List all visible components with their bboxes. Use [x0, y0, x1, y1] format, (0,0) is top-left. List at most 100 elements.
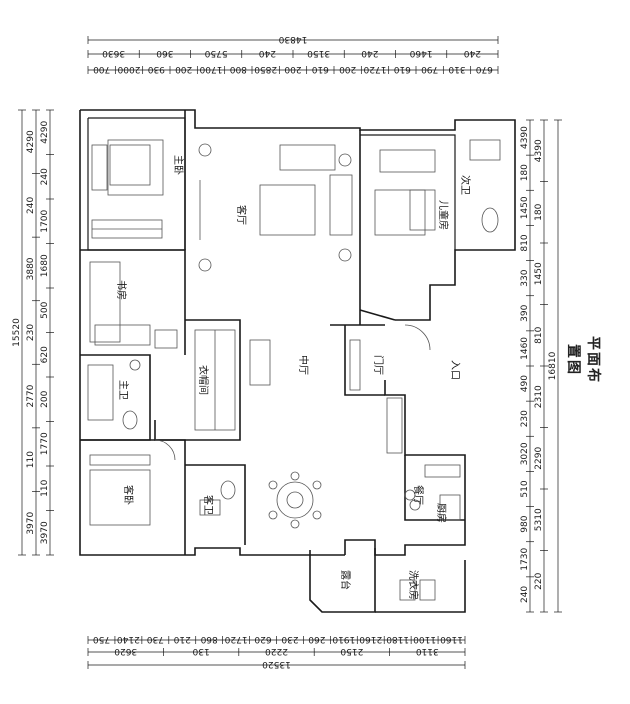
dim-left-detail: 1700	[40, 210, 50, 233]
page-title: 平面布置图	[565, 336, 601, 384]
dim-top-detail: 610	[393, 64, 410, 74]
dimension-lines	[18, 36, 562, 669]
dim-bottom-detail: 750	[93, 634, 110, 644]
dim-top-mid: 240	[361, 48, 378, 58]
dim-left-detail: 4290	[40, 121, 50, 144]
dim-left-detail: 240	[40, 168, 50, 185]
dim-right-detail: 240	[520, 586, 530, 603]
dim-bottom-detail: 1720	[224, 634, 247, 644]
room-label-master-bedroom: 主卧	[172, 155, 185, 175]
dim-top-detail: 2000	[117, 64, 140, 74]
dim-left-detail: 500	[40, 301, 50, 318]
dim-right-detail: 810	[520, 234, 530, 251]
dim-right-detail: 390	[520, 304, 530, 321]
dim-top-detail: 200	[339, 64, 356, 74]
dim-top-mid: 5750	[204, 48, 227, 58]
dim-bottom-mid: 3110	[416, 646, 439, 656]
dim-bottom-detail: 210	[173, 634, 190, 644]
dim-right-detail: 180	[520, 164, 530, 181]
dim-right-mid: 1450	[534, 262, 544, 285]
room-label-second-bath: 次卫	[459, 175, 472, 195]
dim-top-detail: 610	[311, 64, 328, 74]
room-label-laundry: 洗衣房	[407, 570, 420, 600]
dim-top-detail: 930	[147, 64, 164, 74]
dim-bottom-detail: 860	[200, 634, 217, 644]
dim-bottom-detail: 1910	[332, 634, 355, 644]
dim-left-mid: 3970	[26, 511, 36, 534]
dim-top-mid: 3150	[307, 48, 330, 58]
dim-top-detail: 800	[229, 64, 246, 74]
dim-left-detail: 620	[40, 346, 50, 363]
room-label-guest-bedroom: 客卧	[122, 485, 135, 505]
dim-bottom-detail: 620	[254, 634, 271, 644]
dim-right-total: 16810	[548, 351, 558, 380]
furniture	[87, 139, 501, 601]
room-label-kitchen: 厨房	[435, 503, 448, 523]
dim-top-total: 14830	[278, 34, 307, 44]
room-label-master-bath: 主卫	[117, 380, 129, 400]
room-label-kids-room: 儿童房	[437, 200, 450, 230]
dim-top-detail: 790	[421, 64, 438, 74]
dim-left-detail: 1770	[40, 432, 50, 455]
room-label-living-room: 客厅	[235, 205, 248, 225]
dim-bottom-mid: 3620	[114, 646, 137, 656]
room-label-foyer: 门厅	[372, 355, 385, 375]
dim-left-detail: 1680	[40, 254, 50, 277]
room-label-study: 书房	[115, 280, 128, 300]
dim-right-detail: 330	[520, 269, 530, 286]
dim-bottom-total: 13520	[262, 659, 291, 669]
dim-right-detail: 1460	[520, 337, 530, 360]
room-label-entrance: 入口	[449, 360, 460, 380]
dim-left-mid: 240	[26, 196, 36, 213]
dim-top-detail: 200	[175, 64, 192, 74]
dim-bottom-detail: 730	[146, 634, 163, 644]
room-label-guest-bath: 客卫	[202, 495, 215, 515]
dim-top-detail: 2850	[254, 64, 277, 74]
dim-left-detail: 110	[40, 479, 50, 496]
dim-bottom-mid: 2220	[265, 646, 288, 656]
dim-left-detail: 200	[40, 390, 50, 407]
dim-left-mid: 2770	[26, 384, 36, 407]
dim-top-mid: 360	[156, 48, 173, 58]
dim-top-detail: 310	[448, 64, 465, 74]
dim-left-detail: 3970	[40, 521, 50, 544]
dim-bottom-detail: 230	[281, 634, 298, 644]
room-label-cloakroom: 衣帽间	[197, 365, 210, 395]
room-label-middle-hall: 中厅	[297, 355, 310, 375]
dim-right-detail: 510	[520, 480, 530, 497]
dim-left-total: 15520	[12, 318, 22, 347]
dim-bottom-mid: 2150	[340, 646, 363, 656]
dim-top-detail: 1700	[199, 64, 222, 74]
dim-right-mid: 2310	[534, 385, 544, 408]
dim-left-mid: 110	[26, 451, 36, 468]
dim-right-mid: 810	[534, 326, 544, 343]
dim-left-mid: 4290	[26, 130, 36, 153]
dim-right-detail: 4390	[520, 126, 530, 149]
room-label-dining-room: 餐厅	[412, 485, 425, 505]
dim-bottom-detail: 1180	[386, 634, 409, 644]
dim-right-detail: 230	[520, 410, 530, 427]
dim-left-mid: 3880	[26, 257, 36, 280]
dim-right-mid: 4390	[534, 139, 544, 162]
dim-right-detail: 1730	[520, 548, 530, 571]
dim-right-mid: 220	[534, 572, 544, 589]
dim-bottom-detail: 2160	[359, 634, 382, 644]
dim-bottom-detail: 1100	[413, 634, 436, 644]
dim-bottom-detail: 260	[308, 634, 325, 644]
dim-top-detail: 200	[284, 64, 301, 74]
dim-bottom-detail: 2140	[117, 634, 140, 644]
dim-left-mid: 230	[26, 324, 36, 341]
dim-top-mid: 240	[259, 48, 276, 58]
dim-right-mid: 5310	[534, 508, 544, 531]
dim-top-detail: 670	[475, 64, 492, 74]
dim-top-mid: 1460	[409, 48, 432, 58]
dim-top-detail: 700	[93, 64, 110, 74]
dim-top-detail: 1720	[363, 64, 386, 74]
dim-right-detail: 980	[520, 515, 530, 532]
dim-right-mid: 180	[534, 203, 544, 220]
dim-right-detail: 490	[520, 375, 530, 392]
dim-right-detail: 3020	[520, 442, 530, 465]
